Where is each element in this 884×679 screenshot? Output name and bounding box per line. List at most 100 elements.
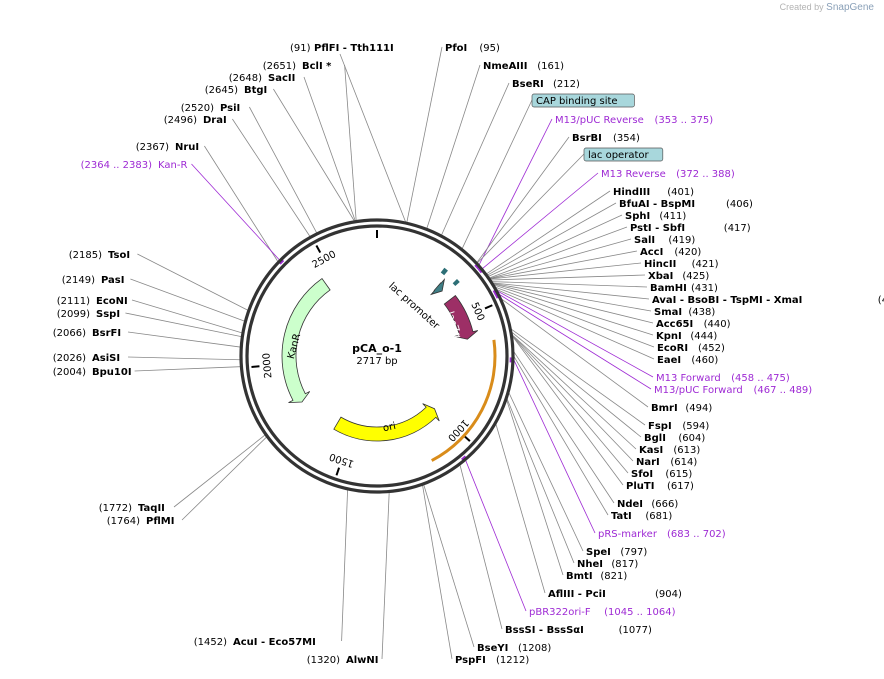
label-pos-eaei: (460) — [691, 355, 718, 366]
leader-hincii — [490, 262, 642, 280]
label-prs-marker[interactable]: pRS-marker — [598, 529, 658, 540]
label-psii[interactable]: PsiI — [220, 103, 240, 114]
label-smai[interactable]: SmaI — [654, 307, 682, 318]
credit-prefix: Created by — [779, 2, 824, 12]
label-asisi[interactable]: AsiSI — [92, 353, 120, 364]
primer-mark-kan-r — [278, 259, 285, 265]
label-taqii[interactable]: TaqII — [138, 503, 165, 514]
label-eaei[interactable]: EaeI — [657, 355, 681, 366]
label-bcli[interactable]: BclI * — [302, 61, 332, 72]
label-lac-operator[interactable]: lac operator — [588, 150, 649, 161]
label-sphi[interactable]: SphI — [625, 211, 650, 222]
leader-pasi — [130, 278, 245, 322]
label-pos-bfuai-bspmi: (406) — [726, 199, 753, 210]
label-pbr322ori-f[interactable]: pBR322ori-F — [529, 607, 591, 618]
label-sspi[interactable]: SspI — [96, 309, 120, 320]
label-bpu10i[interactable]: Bpu10I — [92, 367, 132, 378]
label-avai-bsobi-tspmi-xmai[interactable]: AvaI - BsoBI - TspMI - XmaI — [652, 295, 802, 306]
label-pfoi[interactable]: PfoI — [445, 43, 467, 54]
label-pos-sphi: (411) — [659, 211, 686, 222]
leader-nrui — [204, 145, 279, 262]
label-m13-puc-forward[interactable]: M13/pUC Forward — [654, 385, 743, 396]
label-kan-r[interactable]: Kan-R — [158, 160, 187, 171]
leader-bcli — [344, 64, 357, 221]
label-psti-sbfi[interactable]: PstI - SbfI — [630, 223, 685, 234]
label-pos-taqii: (1772) — [99, 503, 132, 514]
feature-label-lac-promoter: lac promoter — [386, 281, 442, 333]
label-btgi[interactable]: BtgI — [244, 85, 267, 96]
label-bgli[interactable]: BglI — [644, 433, 666, 444]
label-tsoi[interactable]: TsoI — [108, 250, 130, 261]
label-acc65i[interactable]: Acc65I — [656, 319, 693, 330]
leader-sfoi — [512, 335, 629, 474]
label-afliii-pcii[interactable]: AflIII - PciI — [548, 589, 606, 600]
label-bamhi[interactable]: BamHI — [650, 283, 687, 294]
leader-taqii — [173, 434, 266, 508]
feature-lac-promoter-arrow[interactable] — [429, 278, 446, 296]
label-pos-bseri: (212) — [553, 79, 580, 90]
leader-tati — [513, 356, 609, 516]
label-m13-reverse[interactable]: M13 Reverse — [601, 169, 666, 180]
feature-kanr-arrow[interactable] — [281, 277, 331, 404]
label-pos-xbai: (425) — [682, 271, 709, 282]
label-pos-sali: (419) — [668, 235, 695, 246]
label-fspi[interactable]: FspI — [648, 421, 672, 432]
label-pluti[interactable]: PluTI — [626, 481, 654, 492]
label-nmeaiii[interactable]: NmeAIII — [483, 61, 527, 72]
label-bmti[interactable]: BmtI — [566, 571, 593, 582]
leader-hindiii — [486, 190, 611, 275]
leader-acc65i — [493, 283, 654, 324]
label-pflfi-tth111i[interactable]: PflFI - Tth111I — [314, 43, 394, 54]
feature-lacz-arrow[interactable] — [443, 294, 479, 340]
label-nhei[interactable]: NheI — [577, 559, 603, 570]
leader-smai — [493, 283, 652, 312]
label-sali[interactable]: SalI — [634, 235, 655, 246]
label-xbai[interactable]: XbaI — [648, 271, 673, 282]
leader-pfoi — [406, 46, 443, 223]
label-m13-puc-reverse[interactable]: M13/pUC Reverse — [555, 115, 644, 126]
label-pos-alwni: (1320) — [307, 655, 340, 666]
label-hincii[interactable]: HincII — [644, 259, 676, 270]
label-sacii[interactable]: SacII — [268, 73, 295, 84]
tick-label-500: 500 — [468, 301, 486, 323]
label-drai[interactable]: DraI — [203, 115, 227, 126]
label-bmri[interactable]: BmrI — [651, 403, 678, 414]
label-acci[interactable]: AccI — [640, 247, 663, 258]
label-pasi[interactable]: PasI — [101, 275, 124, 286]
label-nari[interactable]: NarI — [636, 457, 660, 468]
leader-bseyi — [423, 484, 475, 648]
label-sfoi[interactable]: SfoI — [631, 469, 653, 480]
snapgene-credit: Created by SnapGene — [780, 2, 874, 13]
label-acui-eco57mi[interactable]: AcuI - Eco57MI — [233, 637, 316, 648]
label-bsssi-bsss-i[interactable]: BssSI - BssSαI — [505, 625, 584, 636]
label-bfuai-bspmi[interactable]: BfuAI - BspMI — [619, 199, 695, 210]
label-tati[interactable]: TatI — [611, 511, 632, 522]
leader-pspfi — [422, 485, 453, 660]
leader-kan-r — [191, 163, 280, 261]
leader-kpni — [494, 284, 654, 336]
label-pos-kpni: (444) — [690, 331, 717, 342]
label-bseri[interactable]: BseRI — [512, 79, 544, 90]
label-ecori[interactable]: EcoRI — [657, 343, 688, 354]
leader-acci — [490, 250, 638, 280]
label-econi[interactable]: EcoNI — [96, 296, 128, 307]
feature-ori-arrow[interactable] — [333, 403, 440, 442]
label-pos-ndei: (666) — [651, 499, 678, 510]
leader-fspi — [511, 328, 646, 426]
label-hindiii[interactable]: HindIII — [613, 187, 650, 198]
label-cap-binding-site[interactable]: CAP binding site — [536, 96, 618, 107]
label-alwni[interactable]: AlwNI — [346, 655, 379, 666]
label-bsrbi[interactable]: BsrBI — [572, 133, 602, 144]
label-bsrfi[interactable]: BsrFI — [92, 328, 121, 339]
label-pos-bmti: (821) — [600, 571, 627, 582]
label-m13-forward[interactable]: M13 Forward — [656, 373, 721, 384]
label-kasi[interactable]: KasI — [639, 445, 663, 456]
label-spei[interactable]: SpeI — [586, 547, 611, 558]
label-pos-bcli: (2651) — [263, 61, 296, 72]
label-nrui[interactable]: NruI — [175, 142, 199, 153]
label-kpni[interactable]: KpnI — [656, 331, 682, 342]
label-bseyi[interactable]: BseYI — [477, 643, 508, 654]
label-pspfi[interactable]: PspFI — [455, 655, 486, 666]
label-ndei[interactable]: NdeI — [617, 499, 643, 510]
label-pflmi[interactable]: PflMI — [146, 516, 174, 527]
